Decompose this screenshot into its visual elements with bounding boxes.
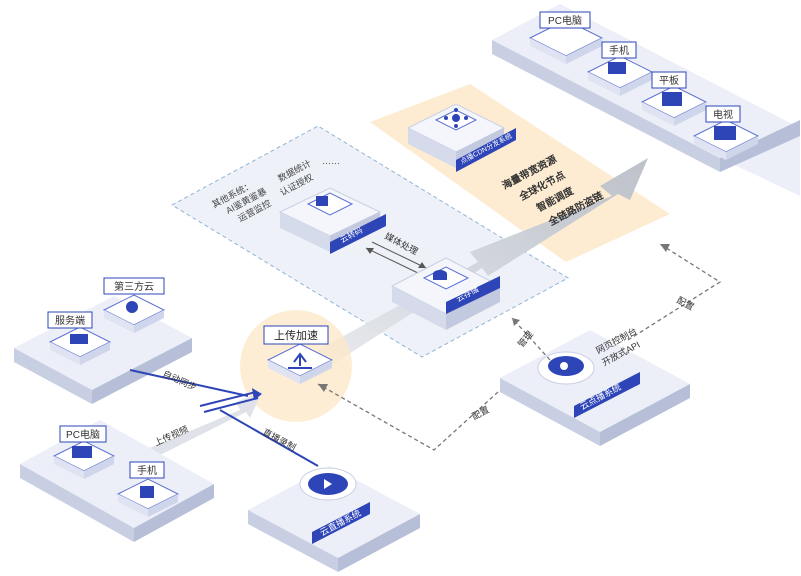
upload-video-arrow	[140, 392, 262, 462]
top-pc-label-box	[539, 11, 591, 29]
config-link-left	[317, 383, 499, 451]
upload-blue-arrows	[199, 388, 262, 413]
client-phone-label: 手机	[137, 464, 157, 477]
client-phone-node: 手机	[116, 461, 180, 517]
config-link-right	[627, 243, 722, 341]
top-pc-label: PC电脑	[548, 14, 582, 27]
live-label-bar	[312, 502, 370, 544]
client-pc-label-box	[59, 425, 107, 443]
main-flow-arrow	[300, 158, 648, 374]
top-device-phone: 手机	[586, 41, 654, 96]
dashed-links	[317, 243, 722, 451]
top-tablet-label: 平板	[659, 74, 679, 87]
client-pc-label: PC电脑	[66, 428, 100, 441]
server-node: 服务端	[47, 311, 112, 365]
third-party-label-box	[103, 277, 165, 295]
upload-label-box	[263, 325, 329, 345]
third-party-label: 第三方云	[114, 280, 154, 293]
transcode-node: 云转码	[278, 187, 386, 254]
storage-node: 云存储	[390, 257, 502, 330]
network-icon	[452, 114, 460, 122]
transcode-label-bar	[330, 214, 386, 254]
phone-icon	[140, 486, 154, 498]
server-label: 服务端	[55, 314, 85, 327]
transcode-icon	[316, 196, 328, 206]
cdn-label-bar	[456, 128, 516, 172]
manage-link	[511, 317, 551, 361]
top-phone-label: 手机	[609, 44, 629, 57]
vod-label-bar	[574, 372, 640, 418]
config-label-right: 配置	[675, 295, 696, 312]
upload-icon	[288, 352, 312, 369]
upload-label: 上传加速	[274, 329, 318, 342]
config-label-left: 配置	[470, 404, 491, 421]
live-platform: 云直播系统	[248, 466, 420, 572]
config-right-arrowhead	[660, 244, 670, 252]
top-device-pc: PC电脑	[528, 11, 604, 64]
manage-arrowhead	[512, 318, 520, 326]
top-tv-label: 电视	[713, 108, 733, 121]
config-left-arrowhead	[318, 384, 328, 392]
play-icon	[324, 479, 332, 489]
sync-label: 自动同步	[161, 368, 198, 393]
manage-label: 管理	[515, 328, 535, 349]
cloud-icon	[126, 301, 138, 313]
server-label-box	[47, 311, 93, 329]
live-record-label: 直播录制	[261, 426, 298, 453]
top-device-tablet: 平板	[640, 71, 708, 126]
other-systems-ellipsis: ……	[322, 156, 340, 166]
upload-node: 上传加速	[263, 325, 334, 384]
pc-icon	[72, 446, 92, 458]
top-tv-label-box	[705, 105, 741, 123]
client-pc-node: PC电脑	[52, 425, 116, 479]
top-device-tv: 电视	[692, 105, 760, 160]
top-phone-label-box	[601, 41, 637, 59]
third-party-cloud-node: 第三方云	[102, 277, 166, 333]
client-phone-label-box	[129, 461, 165, 479]
top-tablet-label-box	[651, 71, 687, 89]
storage-label-bar	[446, 276, 500, 314]
server-icon	[70, 334, 88, 344]
